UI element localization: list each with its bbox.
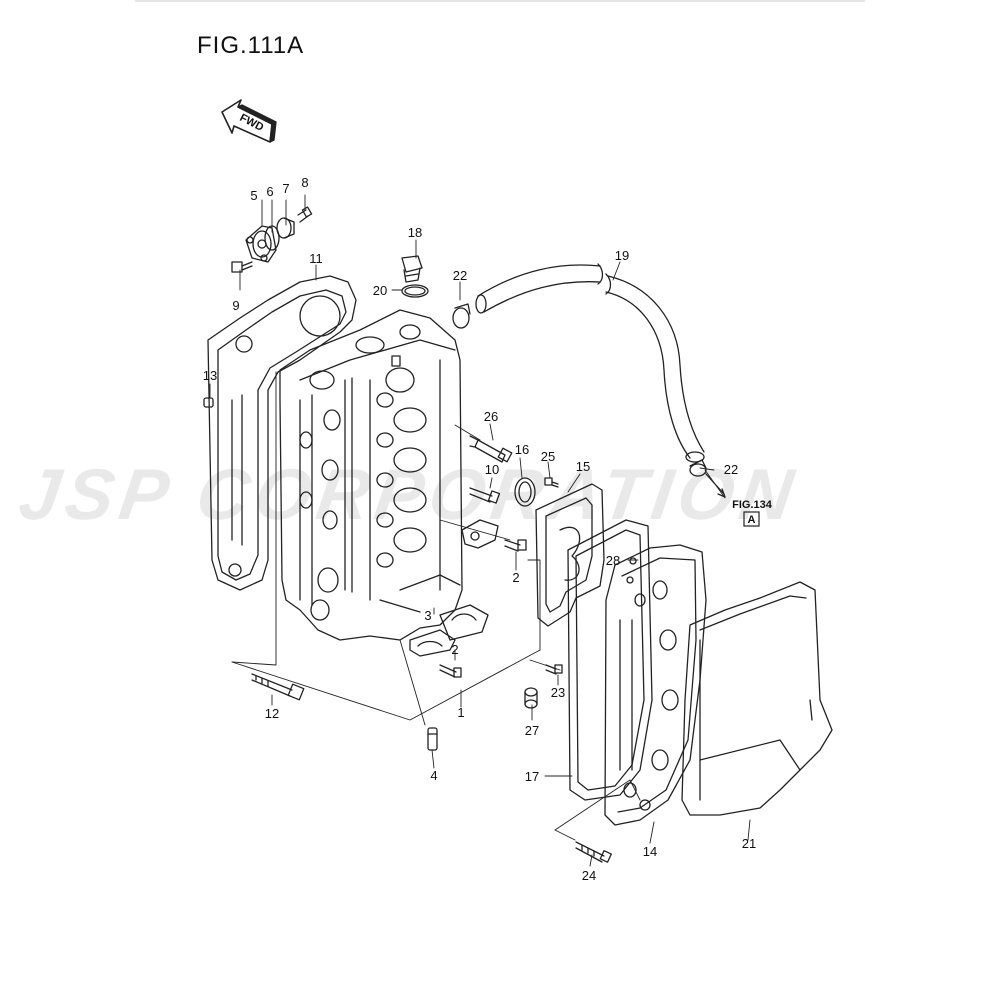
- callout-4: 4: [430, 768, 437, 783]
- callout-22: 22: [453, 268, 467, 283]
- callout-26: 26: [484, 409, 498, 424]
- bracket-2: [461, 519, 527, 552]
- callout-23: 23: [551, 685, 565, 700]
- callout-20: 20: [373, 283, 387, 298]
- callout-10: 10: [485, 462, 499, 477]
- bolt-24: [575, 841, 612, 863]
- plug-28: [629, 557, 637, 565]
- sensor-26: [469, 435, 513, 463]
- grommet-27: [524, 687, 538, 709]
- callout-13: 13: [203, 368, 217, 383]
- callout-6: 6: [266, 184, 273, 199]
- callout-15: 15: [576, 459, 590, 474]
- hose-19: [475, 263, 705, 463]
- callout-19: 19: [615, 248, 629, 263]
- bolt-12: [251, 673, 305, 701]
- bolt-9: [231, 261, 253, 273]
- thermostat-7: [276, 217, 295, 239]
- top-rule: [135, 0, 865, 2]
- plug-13: [203, 397, 214, 408]
- callout-7: 7: [282, 181, 289, 196]
- reference-box: [743, 511, 760, 527]
- reference-label: FIG.134: [732, 499, 773, 511]
- fwd-arrow-icon: [221, 99, 277, 143]
- o-ring-20: [401, 284, 429, 298]
- callout-11: 11: [309, 251, 323, 266]
- callout-16: 16: [515, 442, 529, 457]
- callout-9: 9: [232, 298, 239, 313]
- gasket-11: [207, 275, 357, 591]
- reference-box-letter: A: [748, 514, 756, 526]
- callout-25: 25: [541, 449, 555, 464]
- gasket-15: [535, 483, 605, 627]
- figure-title: FIG.111A: [197, 32, 305, 59]
- bolt-10: [469, 487, 501, 504]
- dowel-pin-4: [427, 727, 438, 751]
- oil-cap-18: [401, 255, 423, 283]
- gasket-6: [264, 225, 280, 251]
- hose-clamp-22-top: [452, 303, 471, 329]
- reference-arrow-icon: [705, 473, 726, 498]
- callout-24: 24: [582, 868, 596, 883]
- callout-8: 8: [301, 175, 308, 190]
- thermostat-cover-5: [245, 225, 277, 263]
- bolt-25: [544, 477, 559, 488]
- outer-cover-21: [681, 581, 833, 816]
- callout-labels: 1 2 2 2 3 4 5 6 7 8 9 10 11 12 13 14 15 …: [203, 175, 756, 883]
- callout-14: 14: [643, 844, 657, 859]
- callout-22: 22: [724, 462, 738, 477]
- callout-17: 17: [525, 769, 539, 784]
- cam-cap-3: [409, 604, 489, 678]
- callout-27: 27: [525, 723, 539, 738]
- callout-2: 2: [512, 570, 519, 585]
- seal-ring-16: [514, 477, 536, 507]
- callout-3: 3: [424, 608, 431, 623]
- callout-2: 2: [451, 642, 458, 657]
- bolt-8: [297, 206, 313, 223]
- callout-28: 28: [606, 553, 620, 568]
- callout-12: 12: [265, 706, 279, 721]
- callout-21: 21: [742, 836, 756, 851]
- callout-5: 5: [250, 188, 257, 203]
- cylinder-head-cover-14: [604, 544, 707, 826]
- cylinder-head-1: [279, 309, 463, 641]
- callout-18: 18: [408, 225, 422, 240]
- callout-1: 1: [457, 705, 464, 720]
- bolt-23: [545, 664, 563, 675]
